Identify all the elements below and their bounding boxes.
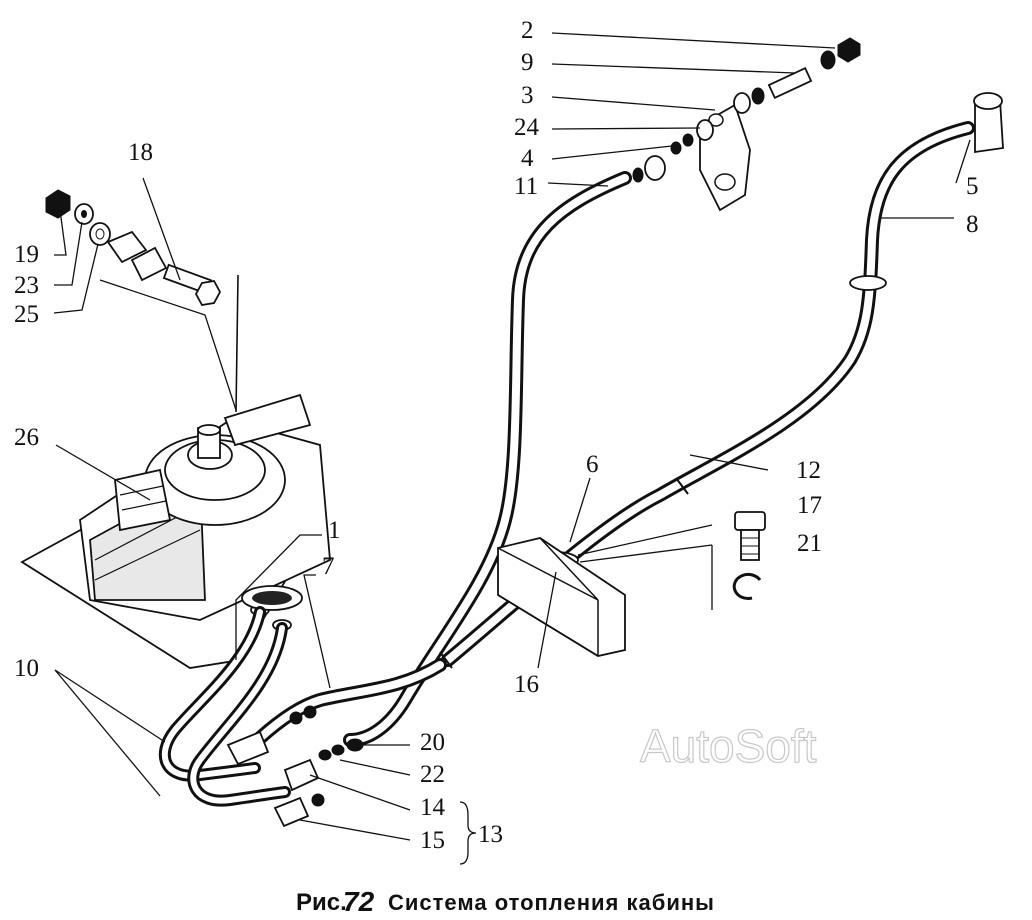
figure-caption: Рис. 72 Система отопления кабины [296,886,715,917]
callout-1: 1 [328,517,341,544]
callout-21: 21 [797,530,822,557]
callout-13: 13 [478,821,503,848]
callout-4: 4 [521,145,534,172]
callout-14: 14 [420,794,446,821]
callout-16: 16 [514,671,539,698]
lower-fittings [226,705,364,828]
hose-clamps [533,275,887,580]
callout-23: 23 [14,272,39,299]
support-block [497,537,626,657]
callout-3: 3 [521,82,534,109]
caption-prefix: Рис. [296,889,347,916]
callout-6: 6 [586,451,599,478]
callout-19: 19 [14,241,39,268]
callout-9: 9 [521,49,534,76]
callout-25: 25 [14,301,39,328]
callout-22: 22 [420,761,445,788]
callout-24: 24 [514,114,540,141]
callout-2: 2 [521,17,534,44]
callout-10: 10 [14,655,39,682]
callout-17: 17 [797,492,822,519]
callout-labels: 2 9 3 24 4 11 5 8 18 19 23 25 26 1 7 6 1… [14,17,979,854]
callout-18: 18 [128,139,153,166]
top-fittings [632,37,861,212]
caption-text: Система отопления кабины [388,890,715,915]
callout-5: 5 [966,173,979,200]
callout-8: 8 [966,211,979,238]
callout-26: 26 [14,424,39,451]
bolt-and-clip [732,511,766,600]
mounting-hardware [45,189,222,306]
heater-unit [20,274,331,669]
callout-7: 7 [322,553,335,580]
tube-stub [973,92,1004,154]
hoses [158,121,975,807]
leader-lines [53,32,971,865]
caption-number: 72 [343,886,375,917]
callout-12: 12 [796,457,821,484]
callout-15: 15 [420,827,445,854]
watermark: AutoSoft [640,720,817,772]
callout-20: 20 [420,729,445,756]
callout-11: 11 [514,173,538,200]
